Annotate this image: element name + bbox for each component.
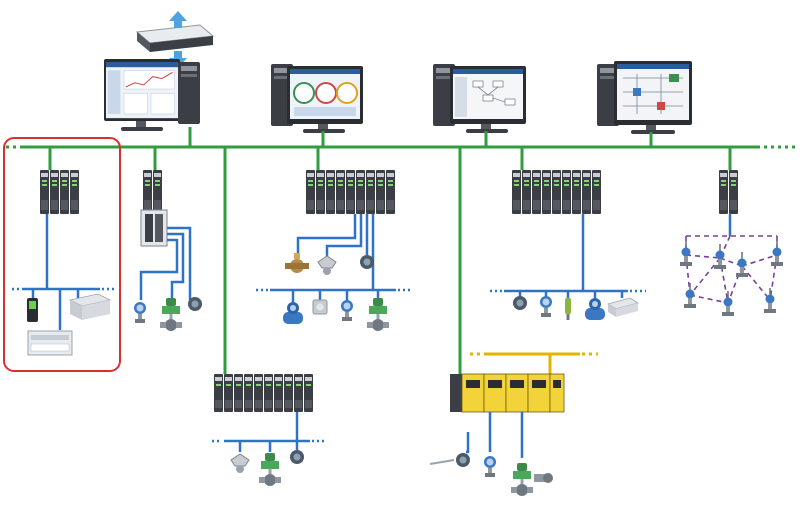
- io-bus-2: [139, 226, 192, 300]
- sensor-probe-icon: [565, 298, 571, 320]
- monitor-icon: [614, 61, 692, 134]
- io-bus-3: [256, 214, 412, 302]
- highlighted-system-frame: [3, 137, 121, 372]
- wireless-mesh-network: [685, 235, 778, 304]
- controller-rack-5: [719, 170, 738, 214]
- pressure-transmitter-icon: [341, 300, 353, 321]
- control-valve-icon: [367, 298, 389, 331]
- io-modules-icon: [68, 293, 112, 320]
- workstation-1: [104, 59, 200, 131]
- wireless-transmitter-icon: [722, 291, 734, 316]
- wireless-transmitter-icon: [684, 283, 696, 308]
- control-valve-icon: [160, 298, 182, 331]
- pressure-transmitter-icon: [484, 456, 496, 477]
- workstation-4: [597, 61, 692, 134]
- wireless-transmitter-icon: [736, 252, 748, 277]
- safety-controller-rack: [450, 373, 565, 413]
- safety-bus: [470, 352, 598, 374]
- io-bus-safety: [466, 412, 524, 458]
- upload-arrow-icon: [169, 11, 187, 28]
- io-bus-6: [212, 412, 326, 452]
- terminal-block-icon: [27, 330, 73, 356]
- controller-rack-1: [40, 170, 79, 214]
- wireless-transmitter-icon: [680, 241, 692, 266]
- flow-meter-icon: [585, 298, 605, 320]
- computer-tower-icon: [178, 62, 200, 124]
- computer-tower-icon: [433, 64, 455, 126]
- gauge-icon: [312, 299, 328, 315]
- temperature-sensor-icon: [429, 453, 470, 467]
- monitor-icon: [104, 59, 180, 131]
- monitor-icon: [450, 66, 526, 133]
- positioner-icon: [317, 255, 337, 275]
- control-valve-icon: [259, 453, 281, 486]
- transmitter-icon: [290, 450, 304, 464]
- flow-meter-icon: [534, 473, 553, 483]
- controller-rack-6: [214, 374, 313, 412]
- computer-tower-icon: [597, 64, 619, 126]
- pressure-transmitter-icon: [134, 302, 146, 323]
- temperature-transmitter-icon: [540, 296, 552, 317]
- workstation-3: [433, 64, 526, 133]
- wireless-transmitter-icon: [771, 241, 783, 266]
- temperature-transmitter-icon: [188, 297, 202, 311]
- workstation-2: [271, 64, 363, 133]
- monitor-icon: [287, 66, 363, 133]
- positioner-icon: [230, 453, 250, 473]
- io-module-icon: [607, 297, 639, 317]
- io-bus-4: [490, 214, 646, 298]
- analyzer-icon: [360, 255, 374, 269]
- flow-meter-icon: [283, 302, 303, 324]
- controller-rack-4: [512, 170, 601, 214]
- controller-rack-2: [140, 170, 168, 247]
- handheld-device-icon: [27, 298, 38, 322]
- bronze-valve-icon: [285, 253, 309, 273]
- control-valve-icon: [511, 463, 533, 496]
- transmitter-icon: [513, 296, 527, 310]
- control-network-backbone: [6, 127, 798, 374]
- wireless-transmitter-icon: [764, 288, 776, 313]
- controller-rack-3: [306, 170, 395, 214]
